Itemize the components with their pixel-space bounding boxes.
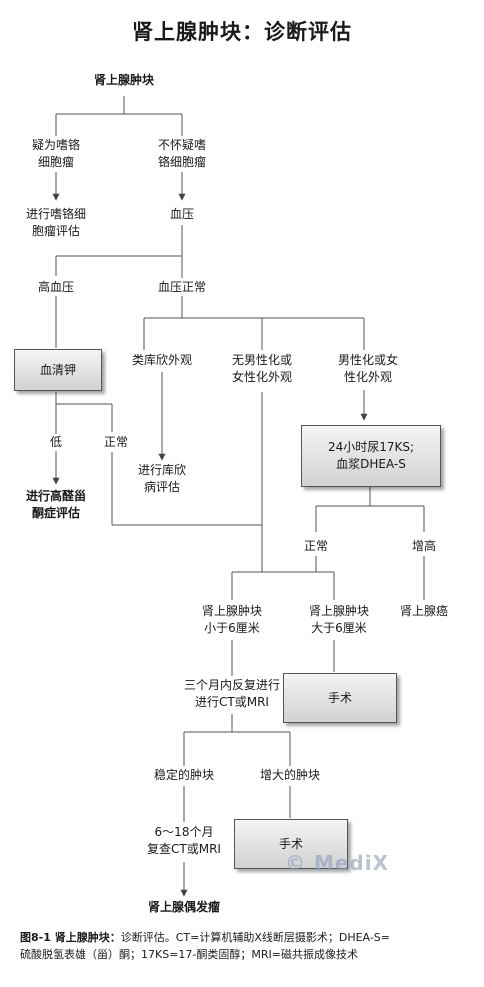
node-eval-pheo: 进行嗜铬细 胞瘤评估 <box>16 206 96 240</box>
node-eval-cushing-line1: 进行库欣 <box>137 463 186 477</box>
node-not-suspect-pheo: 不怀疑嗜 铬细胞瘤 <box>142 137 222 171</box>
node-mass-small-line2: 小于6厘米 <box>204 621 260 635</box>
node-virilization-line2: 性化外观 <box>343 370 392 384</box>
node-cushingoid: 类库欣外观 <box>131 353 192 367</box>
node-hypertension: 高血压 <box>37 280 74 294</box>
figure-caption: 图8-1 肾上腺肿块：诊断评估。CT=计算机辅助X线断层摄影术；DHEA-S= … <box>20 929 470 963</box>
node-repeat-ct-line2: 进行CT或MRI <box>195 695 269 709</box>
node-mass-large: 肾上腺肿块 大于6厘米 <box>294 603 384 637</box>
node-eval-pheo-line2: 胞瘤评估 <box>31 224 80 238</box>
node-suspect-pheo-line2: 细胞瘤 <box>37 155 74 169</box>
node-repeat-ct: 三个月内反复进行 进行CT或MRI <box>170 677 294 711</box>
node-virilization: 男性化或女 性化外观 <box>318 352 418 386</box>
node-potassium-normal: 正常 <box>103 435 128 449</box>
box-24h-urine-17ks-line2: 血浆DHEA-S <box>336 457 406 471</box>
node-eval-aldosteronism-line1: 进行高醛甾 <box>25 489 86 503</box>
page-title: 肾上腺肿块：诊断评估 <box>132 20 352 44</box>
node-mass-large-line1: 肾上腺肿块 <box>308 604 369 618</box>
caption-text-line2: 硫酸脱氢表雄（甾）酮；17KS=17-酮类固醇；MRI=磁共振成像技术 <box>20 948 358 961</box>
node-eval-cushing: 进行库欣 病评估 <box>122 462 202 496</box>
node-no-virilization-line2: 女性化外观 <box>231 370 292 384</box>
node-bp: 血压 <box>169 207 194 221</box>
node-suspect-pheo: 疑为嗜铬 细胞瘤 <box>16 137 96 171</box>
caption-label: 图8-1 肾上腺肿块： <box>20 931 121 944</box>
node-17ks-high: 增高 <box>411 539 436 553</box>
node-recheck: 6～18个月 复查CT或MRI <box>134 824 234 858</box>
node-mass-small-line1: 肾上腺肿块 <box>201 604 262 618</box>
node-not-suspect-pheo-line2: 铬细胞瘤 <box>157 155 206 169</box>
node-17ks-normal: 正常 <box>303 539 328 553</box>
box-24h-urine-17ks-line1: 24小时尿17KS; <box>327 440 415 454</box>
node-eval-aldosteronism-line2: 酮症评估 <box>31 506 80 520</box>
box-surgery-enlarging: 手术 <box>234 819 348 869</box>
node-enlarging-mass: 增大的肿块 <box>259 768 320 782</box>
caption-text-line1: 诊断评估。CT=计算机辅助X线断层摄影术；DHEA-S= <box>120 931 390 944</box>
node-suspect-pheo-line1: 疑为嗜铬 <box>31 138 80 152</box>
node-recheck-line1: 6～18个月 <box>154 825 214 839</box>
node-stable-mass: 稳定的肿块 <box>153 768 214 782</box>
box-surgery-large: 手术 <box>283 673 397 723</box>
node-repeat-ct-line1: 三个月内反复进行 <box>183 678 280 692</box>
box-serum-potassium: 血清钾 <box>14 349 102 391</box>
node-eval-cushing-line2: 病评估 <box>143 480 180 494</box>
node-incidentaloma: 肾上腺偶发瘤 <box>147 900 220 914</box>
box-24h-urine-17ks: 24小时尿17KS; 血浆DHEA-S <box>301 425 441 487</box>
node-not-suspect-pheo-line1: 不怀疑嗜 <box>157 138 206 152</box>
node-no-virilization-line1: 无男性化或 <box>231 353 292 367</box>
node-potassium-low: 低 <box>49 435 62 449</box>
node-adrenal-cancer: 肾上腺癌 <box>399 604 448 618</box>
watermark: © MediX <box>285 851 390 875</box>
node-bp-normal: 血压正常 <box>157 280 206 294</box>
node-root: 肾上腺肿块 <box>93 73 154 87</box>
node-eval-pheo-line1: 进行嗜铬细 <box>25 207 86 221</box>
node-no-virilization: 无男性化或 女性化外观 <box>212 352 312 386</box>
node-recheck-line2: 复查CT或MRI <box>147 842 221 856</box>
node-mass-large-line2: 大于6厘米 <box>311 621 367 635</box>
node-eval-aldosteronism: 进行高醛甾 酮症评估 <box>16 488 96 522</box>
node-virilization-line1: 男性化或女 <box>337 353 398 367</box>
node-mass-small: 肾上腺肿块 小于6厘米 <box>187 603 277 637</box>
